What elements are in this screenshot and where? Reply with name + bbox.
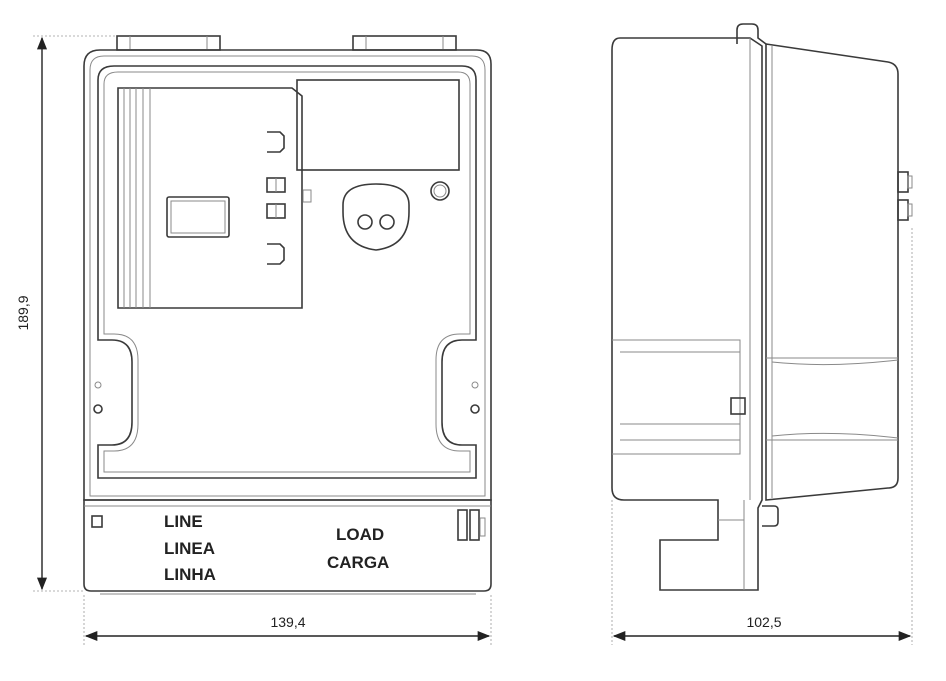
nameplate-area xyxy=(296,79,460,171)
line-label: LINE xyxy=(164,512,203,531)
linha-label: LINHA xyxy=(164,565,216,584)
load-label: LOAD xyxy=(336,525,384,544)
linea-label: LINEA xyxy=(164,539,215,558)
terminal-cover xyxy=(83,499,492,595)
side-base xyxy=(611,37,763,591)
meter-housing xyxy=(83,49,492,501)
optical-port xyxy=(342,183,410,251)
display-cover-panel xyxy=(117,87,312,309)
front-width-dimension-value: 139,4 xyxy=(270,614,305,630)
height-dimension-value: 189,9 xyxy=(15,295,31,330)
lcd-window xyxy=(166,196,230,238)
top-mounting-tabs xyxy=(116,35,457,51)
front-view: LINE LINEA LINHA LOAD CARGA 189,9 139,4 xyxy=(15,35,492,645)
side-cover xyxy=(765,43,899,501)
inner-window-frame xyxy=(97,65,477,479)
side-view: 102,5 xyxy=(611,23,913,645)
carga-label: CARGA xyxy=(327,553,389,572)
side-depth-dimension-value: 102,5 xyxy=(746,614,781,630)
indicator-led xyxy=(430,181,450,201)
